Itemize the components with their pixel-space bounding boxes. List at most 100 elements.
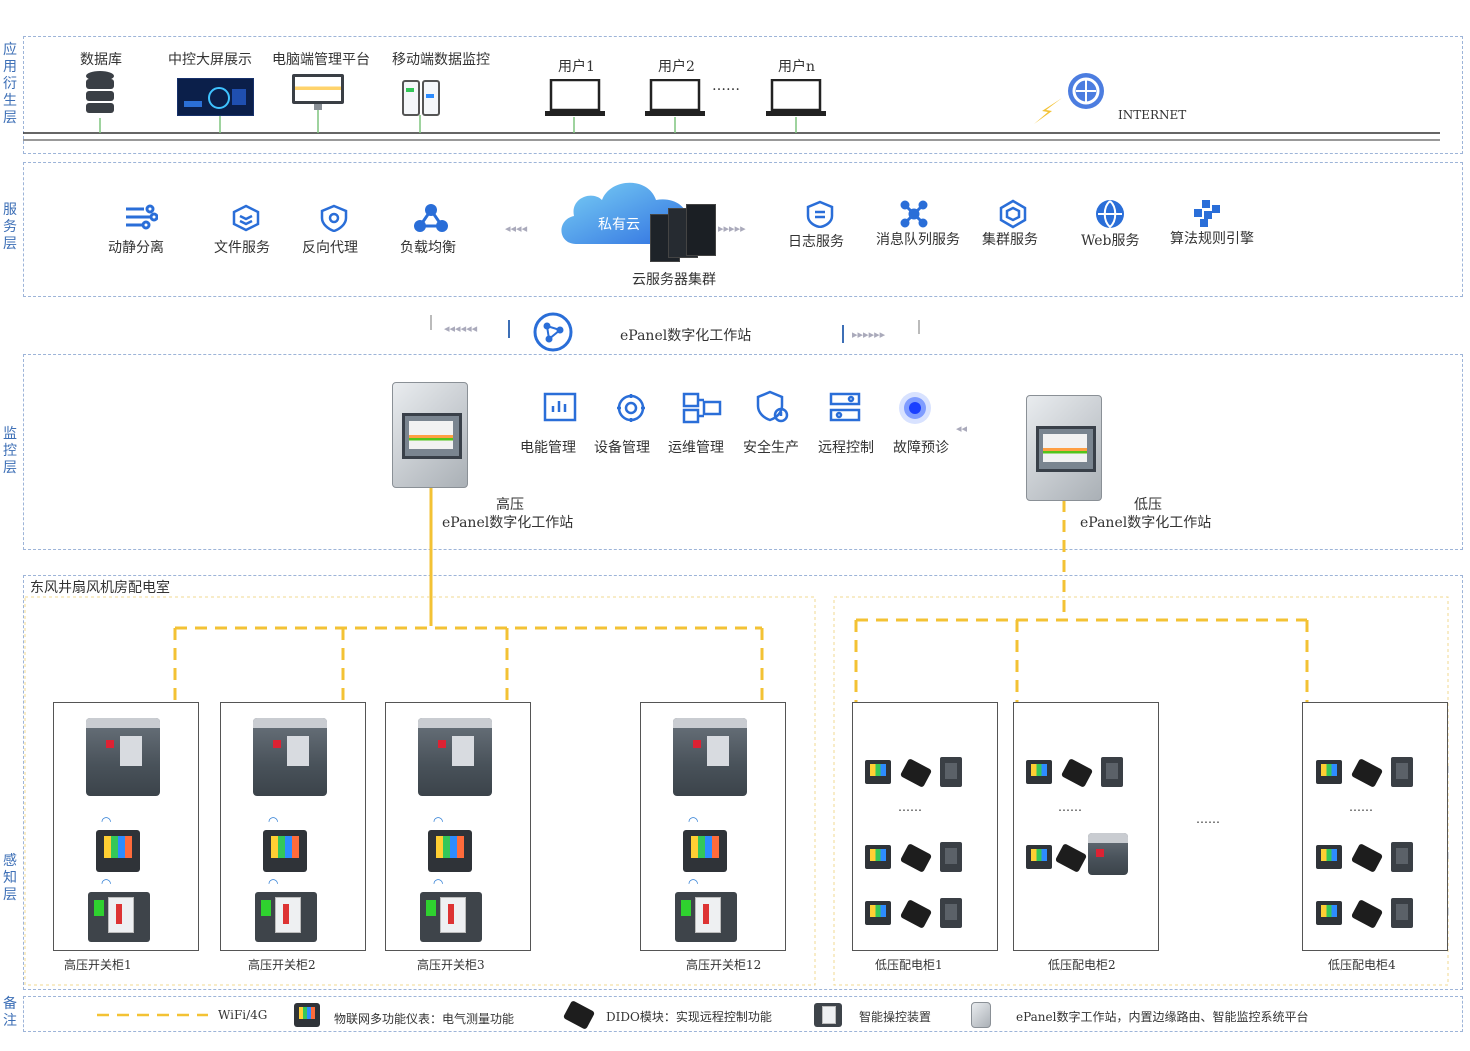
device-mgmt-icon [614,392,648,424]
user-ellipsis: …… [712,78,740,94]
monitor-icon [292,74,346,112]
legend-wifi: WiFi/4G [218,1008,268,1022]
wifi-icon: ◠ [688,876,699,890]
power-meter [683,830,727,872]
laptop-icon [645,78,705,117]
internet-label: INTERNET [1118,108,1187,122]
lv-row-ellipsis: …… [1349,800,1373,814]
globe-icon [1066,71,1106,111]
circuit-breaker [940,757,962,787]
hv-cabinet-label-2: 高压开关柜2 [248,958,316,972]
app-item-bigscreen: 中控大屏展示 [168,52,252,68]
app-item-database: 数据库 [80,52,122,68]
circuit-breaker [1101,757,1123,787]
legend-station: ePanel数字工作站，内置边缘路由、智能监控系统平台 [1016,1010,1309,1024]
remote-control-icon [829,392,863,424]
circuit-breaker [418,718,492,796]
circuit-breaker [1088,833,1128,875]
cloud-caption: 云服务器集群 [632,272,716,288]
wifi-icon: ◠ [101,814,112,828]
user-2-label: 用户2 [658,59,695,75]
hv-cabinet-label-1: 高压开关柜1 [64,958,132,972]
svg-text:◂◂: ◂◂ [956,422,968,435]
power-meter [865,760,891,784]
sense-layer-box [23,575,1463,990]
func-device: 设备管理 [594,440,650,456]
fault-diagnosis-icon [898,391,932,425]
power-meter [1026,845,1052,869]
circuit-breaker [1391,757,1413,787]
circuit-breaker [940,842,962,872]
note-layer-box [23,996,1463,1032]
bigscreen-icon [177,78,254,116]
wifi-icon: ◠ [433,876,444,890]
layer-label-note: 备注 [2,996,18,1030]
service-static-dynamic: 动静分离 [108,240,164,256]
wifi-icon: ◠ [688,814,699,828]
ops-mgmt-icon [682,392,722,424]
layer-label-app: 应用衍生层 [2,42,18,127]
file-service-icon [232,204,260,232]
power-meter [865,901,891,925]
hv-cabinet-label-3: 高压开关柜3 [417,958,485,972]
power-meter [865,845,891,869]
power-meter [1316,845,1342,869]
lv-cabinet-ellipsis: …… [1196,812,1220,826]
func-energy: 电能管理 [520,440,576,456]
circuit-breaker [1391,842,1413,872]
layer-label-monitor-text: 监控层 [3,426,17,476]
legend-station-icon [971,1002,991,1028]
lv-cabinet-label-2: 低压配电柜2 [1048,958,1116,972]
lightning-icon [1032,96,1066,126]
hv-cabinet-label-12: 高压开关柜12 [686,958,762,972]
web-service-icon [1095,199,1125,229]
app-item-pc-platform: 电脑端管理平台 [272,52,370,68]
layer-label-sense-text: 感知层 [3,853,17,903]
user-1-label: 用户1 [558,59,595,75]
service-message-queue: 消息队列服务 [876,232,960,248]
func-fault: 故障预诊 [893,440,949,456]
hv-station-line1: 高压 [496,497,524,513]
mobile-icon [400,80,440,116]
lv-row-ellipsis: …… [1058,800,1082,814]
lv-row-ellipsis: …… [898,800,922,814]
func-safety: 安全生产 [743,440,799,456]
legend-dido: DIDO模块：实现远程控制功能 [606,1010,772,1024]
svg-text:▸▸▸▸▸: ▸▸▸▸▸ [718,222,746,235]
app-item-mobile: 移动端数据监控 [392,52,490,68]
rule-engine-icon [1192,199,1222,227]
lv-cabinet-label-4: 低压配电柜4 [1328,958,1396,972]
power-meter [1316,901,1342,925]
circuit-breaker [253,718,327,796]
hv-station-line2: ePanel数字化工作站 [442,515,574,531]
func-ops: 运维管理 [668,440,724,456]
legend-controller-icon [814,1003,842,1027]
log-service-icon [806,200,834,229]
message-queue-icon [900,200,928,228]
svg-text:◂◂◂◂: ◂◂◂◂ [505,222,528,235]
circuit-breaker [673,718,747,796]
service-reverse-proxy: 反向代理 [302,240,358,256]
cluster-service-icon [998,199,1028,229]
wifi-icon: ◠ [268,876,279,890]
legend-meter-icon [294,1003,320,1027]
power-meter [263,830,307,872]
smart-controller [420,892,482,942]
legend-ctrl: 智能操控装置 [859,1010,932,1024]
circuit-breaker [940,898,962,928]
monitor-layer-box [23,354,1463,550]
lv-station-line1: 低压 [1134,497,1162,513]
smart-controller [88,892,150,942]
wifi-icon: ◠ [268,814,279,828]
service-rule-engine: 算法规则引擎 [1170,231,1254,247]
smart-controller [255,892,317,942]
lv-station-device [1026,395,1102,501]
laptop-icon [545,78,605,117]
energy-mgmt-icon [543,392,577,424]
link-station-label: ePanel数字化工作站 [620,328,752,344]
power-meter [96,830,140,872]
database-icon [85,70,115,116]
server-cluster-icon [650,204,716,262]
layer-label-service: 服务层 [2,202,18,253]
room-title: 东风井扇风机房配电室 [30,580,170,596]
